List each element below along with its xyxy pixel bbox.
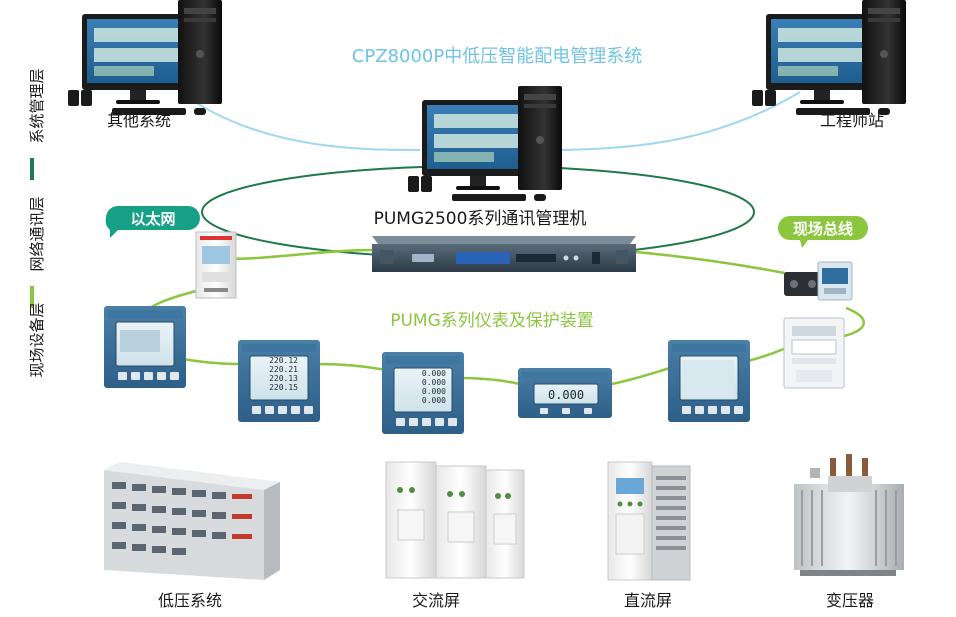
- equipment-label: 低压系统: [158, 591, 222, 610]
- communication-manager-device: [372, 236, 636, 272]
- layer-system-management: 系统管理层: [28, 68, 46, 143]
- terminal-block-device: [784, 272, 822, 296]
- fieldbus-pill: 现场总线: [778, 216, 868, 248]
- layer-label: 系统管理层: [28, 68, 46, 143]
- layer-labels: 系统管理层 网络通讯层 现场设备层: [28, 68, 46, 377]
- computer-label: 其他系统: [107, 111, 171, 130]
- meter-reading: 220.13: [269, 374, 298, 383]
- ac-panel-icon: [385, 461, 525, 579]
- network-title: PUMG2500系列通讯管理机: [374, 209, 587, 229]
- dc-panel-icon: [607, 461, 691, 581]
- link-other-system: [179, 91, 421, 151]
- meter-3: 0.000 0.000 0.000 0.000: [381, 351, 465, 435]
- meter-reading: 0.000: [422, 378, 446, 387]
- meter-reading: 220.12: [269, 356, 298, 365]
- fieldbus-label: 现场总线: [793, 220, 853, 238]
- layer-marker: [30, 158, 34, 180]
- equipment-ac-panel: 交流屏: [385, 461, 525, 610]
- meter-reading: 0.000: [548, 388, 584, 402]
- meter-4: 0.000: [518, 368, 612, 418]
- desktop-computer-icon: [408, 86, 562, 201]
- layer-network: 网络通讯层: [28, 196, 46, 271]
- ethernet-label: 以太网: [130, 210, 175, 228]
- meter-reading: 220.15: [269, 383, 298, 392]
- equipment-label: 变压器: [826, 591, 874, 610]
- layer-label: 网络通讯层: [28, 196, 46, 271]
- system-links: [179, 91, 801, 151]
- equipment-dc-panel: 直流屏: [607, 461, 691, 610]
- low-voltage-cabinet-icon: [104, 462, 280, 580]
- equipment-low-voltage: 低压系统: [104, 462, 280, 610]
- devices-title: PUMG系列仪表及保护装置: [390, 311, 594, 331]
- equipment-label: 直流屏: [624, 591, 672, 610]
- meter-reading: 0.000: [422, 396, 446, 405]
- computer-engineer-station: 工程师站: [752, 0, 906, 130]
- layer-marker: [30, 286, 34, 308]
- transformer-icon: [794, 454, 904, 576]
- equipment-transformer: 变压器: [794, 454, 904, 610]
- meter-reading: 0.000: [422, 369, 446, 378]
- link-engineer-station: [547, 91, 801, 151]
- meter-5: [667, 339, 751, 423]
- computer-label: 工程师站: [820, 111, 884, 130]
- equipment-label: 交流屏: [412, 591, 460, 610]
- protection-relay-device: [195, 231, 237, 299]
- meter-reading: 0.000: [422, 387, 446, 396]
- meter-2: 220.12 220.21 220.13 220.15: [237, 339, 321, 423]
- desktop-computer-icon: [752, 0, 906, 115]
- computer-central: [408, 86, 562, 201]
- computer-other-system: 其他系统: [68, 0, 222, 130]
- din-meter-device: [817, 261, 853, 301]
- energy-meter-device: [783, 317, 845, 389]
- layer-field-device: 现场设备层: [28, 302, 46, 377]
- meter-reading: 220.21: [269, 365, 298, 374]
- layer-label: 现场设备层: [28, 302, 46, 377]
- system-title: CPZ8000P中低压智能配电管理系统: [352, 46, 642, 67]
- meter-1: [103, 305, 187, 389]
- ethernet-pill: 以太网: [105, 206, 200, 238]
- desktop-computer-icon: [68, 0, 222, 115]
